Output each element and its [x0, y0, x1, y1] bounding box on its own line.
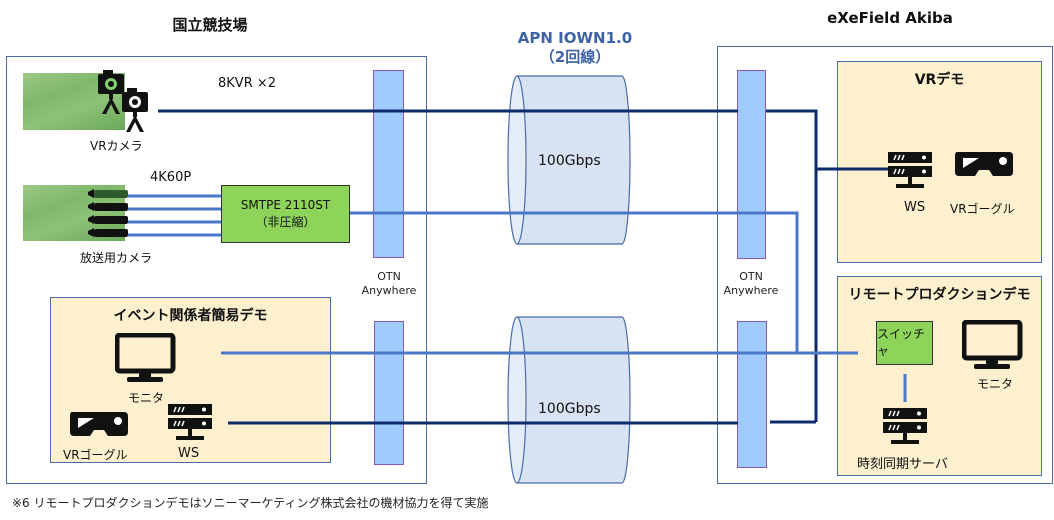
vr-camera-icon: [98, 70, 148, 132]
vr-demo-goggle-icon: [955, 152, 1013, 176]
vr-demo-ws-server-icon: [888, 152, 932, 188]
otn-bar-left-top: [373, 70, 404, 258]
remote-monitor-label: モニタ: [977, 377, 1014, 391]
network-title: APN IOWN1.0: [517, 29, 633, 47]
encoder-label: SMTPE 2110ST: [240, 198, 331, 212]
otn-bar-right-top: [737, 70, 766, 259]
otn-label-left: OTN Anywhere: [361, 270, 417, 297]
event-monitor-label: モニタ: [128, 391, 165, 405]
footnote: ※6 リモートプロダクションデモはソニーマーケティング株式会社の機材協力を得て実…: [12, 496, 489, 510]
remote-demo-box: [837, 276, 1042, 476]
otn-label-right: OTN Anywhere: [723, 270, 779, 297]
remote-monitor-icon: [962, 320, 1023, 369]
bandwidth-label-bottom: 100Gbps: [538, 401, 601, 417]
encoder-sublabel: （非圧縮）: [255, 215, 316, 229]
network-cylinder-bottom: [507, 316, 631, 484]
stream-label-8kvr: 8KVR ×2: [218, 76, 277, 91]
stream-label-4k60p: 4K60P: [150, 170, 192, 185]
switcher-box: スイッチャ: [876, 321, 933, 365]
event-vr-goggle-icon: [70, 412, 128, 436]
vr-demo-goggle-label: VRゴーグル: [950, 202, 1015, 216]
time-server-label: 時刻同期サーバ: [857, 457, 948, 472]
event-ws-label: WS: [178, 446, 200, 461]
broadcast-camera-label: 放送用カメラ: [80, 251, 153, 265]
broadcast-camera-icon: [88, 189, 128, 237]
bandwidth-label-top: 100Gbps: [538, 153, 601, 169]
otn-bar-right-bottom: [737, 321, 767, 468]
vr-demo-ws-label: WS: [904, 200, 926, 215]
remote-demo-title: リモートプロダクションデモ: [848, 287, 1031, 303]
network-subtitle: （2回線）: [539, 48, 611, 66]
event-demo-title: イベント関係者簡易デモ: [113, 308, 268, 324]
time-server-icon: [883, 408, 927, 444]
vr-demo-title: VRデモ: [914, 72, 965, 88]
event-vr-goggle-label: VRゴーグル: [63, 448, 128, 462]
otn-bar-left-bottom: [374, 321, 404, 465]
event-ws-server-icon: [168, 404, 212, 440]
switcher-label: スイッチャ: [877, 327, 926, 358]
event-monitor-icon: [115, 333, 176, 382]
right-site-title: eXeField Akiba: [827, 9, 953, 27]
vr-camera-label: VRカメラ: [90, 139, 143, 153]
line-8kvr-right: [766, 109, 818, 422]
left-site-title: 国立競技場: [172, 16, 248, 34]
smtpe-encoder-box: SMTPE 2110ST （非圧縮）: [221, 185, 350, 243]
network-cylinder-top: [507, 75, 631, 245]
line-smtpe: [350, 211, 799, 353]
